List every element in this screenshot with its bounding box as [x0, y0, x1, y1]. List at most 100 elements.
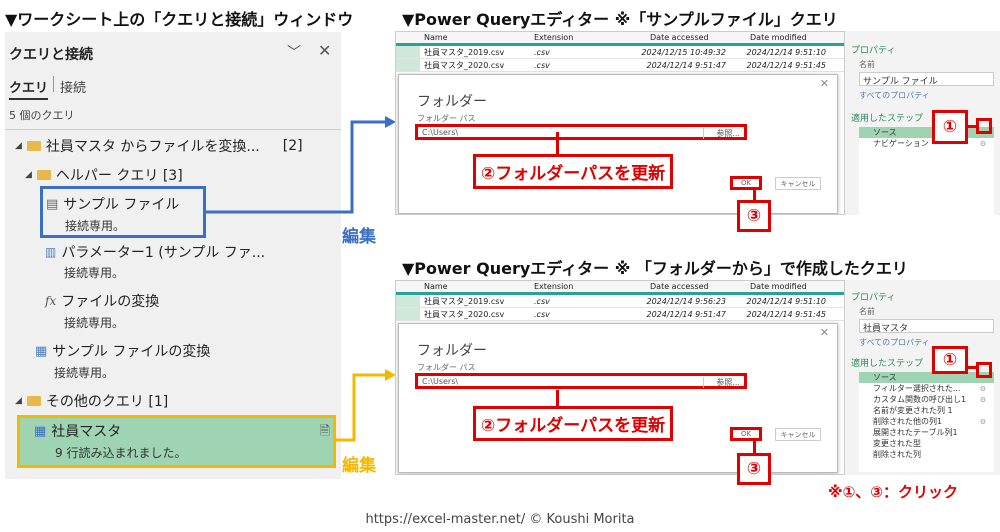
callout-connector	[753, 188, 756, 200]
step-label: ナビゲーション	[873, 139, 929, 148]
step1-callout: ①	[932, 346, 968, 374]
callout-connector	[556, 390, 559, 408]
applied-steps-header: 適用したステップ	[851, 359, 924, 369]
close-icon[interactable]: ✕	[819, 77, 829, 90]
column-date-accessed[interactable]: Date accessed	[650, 282, 709, 291]
transform-sample-file-query[interactable]: ▦サンプル ファイルの変換	[35, 341, 210, 361]
folder-path-input[interactable]: C:\Users\参照...	[415, 124, 747, 140]
step-item[interactable]: 展開されたテーブル列1	[859, 427, 994, 438]
edit-label-blue: 編集	[342, 227, 376, 247]
cell-date-accessed: 2024/12/15 10:49:32	[641, 47, 726, 57]
column-extension[interactable]: Extension	[534, 33, 574, 42]
gear-icon[interactable]: ⚙	[979, 139, 986, 148]
query-name: パラメーター1 (サンプル ファ...	[61, 245, 266, 261]
step-item[interactable]: カスタム関数の呼び出し1 ⚙	[859, 394, 994, 405]
properties-header: プロパティ	[851, 46, 896, 56]
sample-file-query[interactable]: ▤サンプル ファイル 接続専用。	[40, 186, 206, 238]
source-gear-highlight[interactable]	[976, 362, 992, 378]
cancel-button[interactable]: キャンセル	[775, 177, 821, 190]
cell-name: 社員マスタ_2020.csv	[424, 60, 505, 70]
folder-dialog: ✕ フォルダー フォルダー パス C:\Users\参照... OK キャンセル	[398, 323, 838, 473]
name-input[interactable]: サンプル ファイル	[859, 72, 994, 87]
cancel-button[interactable]: キャンセル	[775, 428, 821, 441]
step-label: フィルター選択された...	[873, 384, 961, 393]
step-item[interactable]: フィルター選択された... ⚙	[859, 383, 994, 394]
group-count: [2]	[282, 138, 303, 154]
step-navigation[interactable]: ナビゲーション ⚙	[859, 138, 994, 149]
column-date-modified[interactable]: Date modified	[750, 33, 807, 42]
browse-button[interactable]: 参照...	[703, 128, 740, 139]
callout-connector	[556, 132, 559, 154]
step-item[interactable]: 削除された他の列1⚙	[859, 416, 994, 427]
browse-button[interactable]: 参照...	[703, 377, 740, 388]
step-label: カスタム関数の呼び出し1	[873, 395, 967, 404]
divider	[5, 129, 341, 130]
step-label: 展開されたテーブル列1	[873, 428, 958, 437]
chevron-down-icon[interactable]: ﹀	[287, 45, 301, 61]
close-icon[interactable]: ✕	[819, 326, 829, 339]
all-properties-link[interactable]: すべてのプロパティ	[859, 338, 930, 347]
table-icon: ▦	[34, 423, 47, 439]
shain-master-query[interactable]: ▦社員マスタ 9 行読み込まれました。 🗎	[17, 415, 336, 468]
query-name: サンプル ファイル	[63, 197, 180, 213]
cell-extension: .csv	[534, 296, 550, 306]
query-status: 接続専用。	[64, 316, 125, 330]
refresh-document-icon[interactable]: 🗎	[319, 424, 330, 439]
column-date-accessed[interactable]: Date accessed	[650, 33, 709, 42]
step-item[interactable]: ソース	[859, 372, 994, 383]
cell-extension: .csv	[534, 309, 550, 319]
step-label: ソース	[873, 373, 897, 382]
expand-triangle-icon[interactable]: ◢	[15, 396, 22, 406]
ok-button[interactable]: OK	[730, 427, 762, 441]
query-status: 接続専用。	[54, 366, 115, 380]
group-other-queries[interactable]: ◢ その他のクエリ [1]	[15, 391, 168, 411]
gear-icon[interactable]: ⚙	[979, 417, 986, 426]
grid-header: Name Extension Date accessed Date modified	[396, 281, 844, 295]
close-icon[interactable]: ✕	[318, 41, 332, 60]
pane-title: クエリと接続	[9, 47, 93, 63]
gear-icon[interactable]: ⚙	[979, 384, 986, 393]
query-status: 接続専用。	[65, 219, 126, 233]
step-source[interactable]: ソース	[859, 127, 994, 138]
expand-triangle-icon[interactable]: ◢	[15, 141, 22, 151]
column-date-modified[interactable]: Date modified	[750, 282, 807, 291]
callout-connector	[753, 440, 756, 454]
table-icon: ▦	[35, 343, 48, 359]
column-name[interactable]: Name	[424, 282, 448, 291]
name-label: 名前	[859, 60, 875, 69]
query-status: 9 行読み込まれました。	[55, 446, 187, 460]
column-name[interactable]: Name	[424, 33, 448, 42]
step-label: 変更された型	[873, 439, 921, 448]
cell-date-modified: 2024/12/14 9:51:10	[746, 47, 827, 57]
expand-triangle-icon[interactable]: ◢	[25, 170, 32, 180]
cell-extension: .csv	[534, 47, 550, 57]
dialog-title: フォルダー	[417, 343, 487, 359]
cell-date-accessed: 2024/12/14 9:51:47	[646, 309, 727, 319]
all-properties-link[interactable]: すべてのプロパティ	[859, 91, 930, 100]
name-input[interactable]: 社員マスタ	[859, 319, 994, 334]
group-shain-master-transform[interactable]: ◢社員マスタ からファイルを変換...[2]	[15, 136, 303, 156]
gear-icon[interactable]: ⚙	[979, 395, 986, 404]
group-helper-queries[interactable]: ◢ ヘルパー クエリ [3]	[25, 165, 183, 185]
tab-queries[interactable]: クエリ	[9, 77, 49, 100]
tab-connections[interactable]: 接続	[60, 81, 87, 96]
parameter1-query[interactable]: ▥パラメーター1 (サンプル ファ...	[45, 242, 265, 262]
step-item[interactable]: 削除された列	[859, 449, 994, 460]
properties-header: プロパティ	[851, 293, 896, 303]
folder-icon	[26, 141, 41, 151]
group-label: ヘルパー クエリ [3]	[55, 168, 183, 184]
column-extension[interactable]: Extension	[534, 282, 574, 291]
cell-extension: .csv	[534, 60, 550, 70]
group-label: その他のクエリ [1]	[45, 394, 169, 410]
step-item[interactable]: 名前が変更された列 1	[859, 405, 994, 416]
source-gear-highlight[interactable]	[976, 118, 992, 134]
orange-arrow	[336, 373, 385, 442]
step-item[interactable]: 変更された型	[859, 438, 994, 449]
ok-button[interactable]: OK	[730, 176, 762, 190]
folder-path-input[interactable]: C:\Users\参照...	[415, 373, 747, 389]
